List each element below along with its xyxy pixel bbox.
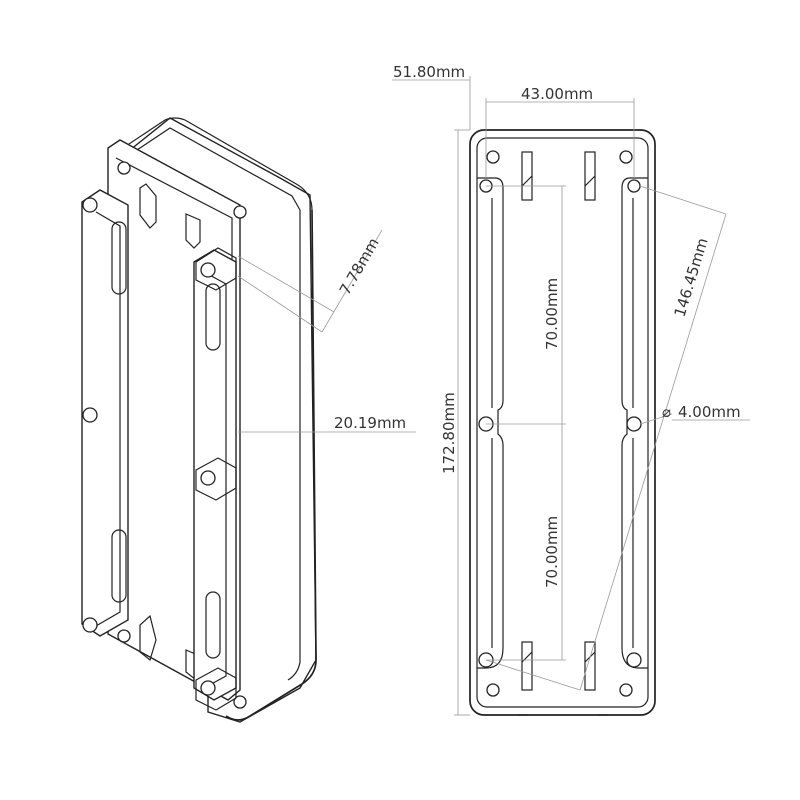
dim-146.45-line [579,213,727,691]
iso-hole-bl [117,629,131,643]
dim-hole-spacing-label: 43.00mm [521,85,593,103]
top-hole-tl [486,150,500,164]
dim-diagonal-label: 146.45mm [671,236,712,319]
top-tab-tl [521,151,533,201]
dim-overall-width-label: 51.80mm [393,63,465,81]
iso-left-slot-bottom [111,529,127,603]
top-left-rail [477,177,504,669]
iso-right-rail-boss-bottom [195,667,237,711]
top-hole-tr [619,150,633,164]
top-plate-outline [469,129,656,716]
top-tab-br [584,641,596,691]
dim-upper-spacing-label: 70.00mm [543,278,561,350]
dim-lower-spacing-label: 70.00mm [543,516,561,588]
iso-left-rail [81,189,129,637]
dim-total-height-label: 20.19mm [334,414,406,432]
dim-146.45-ext-bottom [485,659,581,691]
iso-right-rail-inner [203,271,227,689]
iso-left-rail-inner [95,211,121,627]
dim-rail-height-label: 7.78mm [336,235,383,298]
iso-left-rail-hole-bottom [82,617,98,633]
top-plate-inner [476,137,649,708]
top-view: 51.80mm 43.00mm 172.80mm 70.00mm 70.00mm… [392,63,750,716]
iso-right-rail-hole-bottom [200,680,216,696]
iso-tab-bottom-left [139,614,157,662]
top-tab-tr-mark [584,175,596,187]
iso-hole-tr [233,205,247,219]
top-hole-bl [486,683,500,697]
iso-right-rail-boss-mid [195,457,237,501]
iso-right-rail-boss-top [195,247,237,291]
iso-left-rail-hole-top [82,197,98,213]
dim-overall-length-label: 172.80mm [440,392,458,474]
dim-7.78-ext-2 [237,275,323,333]
top-tab-tl-mark [521,175,533,187]
iso-left-rail-hole-mid [82,407,98,423]
iso-tab-top-right [185,213,201,249]
iso-body-top-edge [119,117,313,211]
dim-146.45-ext-top [639,185,727,215]
dim-7.78-line [321,229,383,333]
iso-right-slot-bottom [205,591,221,659]
top-tab-bl-mark [521,651,533,663]
top-hole-br [619,683,633,697]
top-tab-bl [521,641,533,691]
dim-hole-diameter-label: 4.00mm [678,403,741,421]
iso-hole-br [233,695,247,709]
iso-body-top-inner [127,127,301,211]
dim-diameter-symbol: ⌀ [662,403,671,421]
top-right-rail-hole-bottom [626,652,642,668]
iso-left-slot-top [111,221,127,295]
top-tab-tr [584,151,596,201]
top-right-rail-hole-mid [626,416,642,432]
iso-right-slot-top [205,283,221,351]
dim-7.78-ext-1 [237,255,335,313]
iso-tab-top-left [139,183,157,229]
iso-body-right-inner [287,210,301,681]
top-right-rail-hole-top [627,179,641,193]
dim-diameter-leader [639,413,673,425]
iso-right-rail-hole-mid [200,470,216,486]
iso-right-rail-hole-top [200,262,216,278]
isometric-view: 7.78mm 20.19mm [81,117,416,723]
iso-body-right-edge [225,209,317,721]
iso-hole-tl [117,161,131,175]
